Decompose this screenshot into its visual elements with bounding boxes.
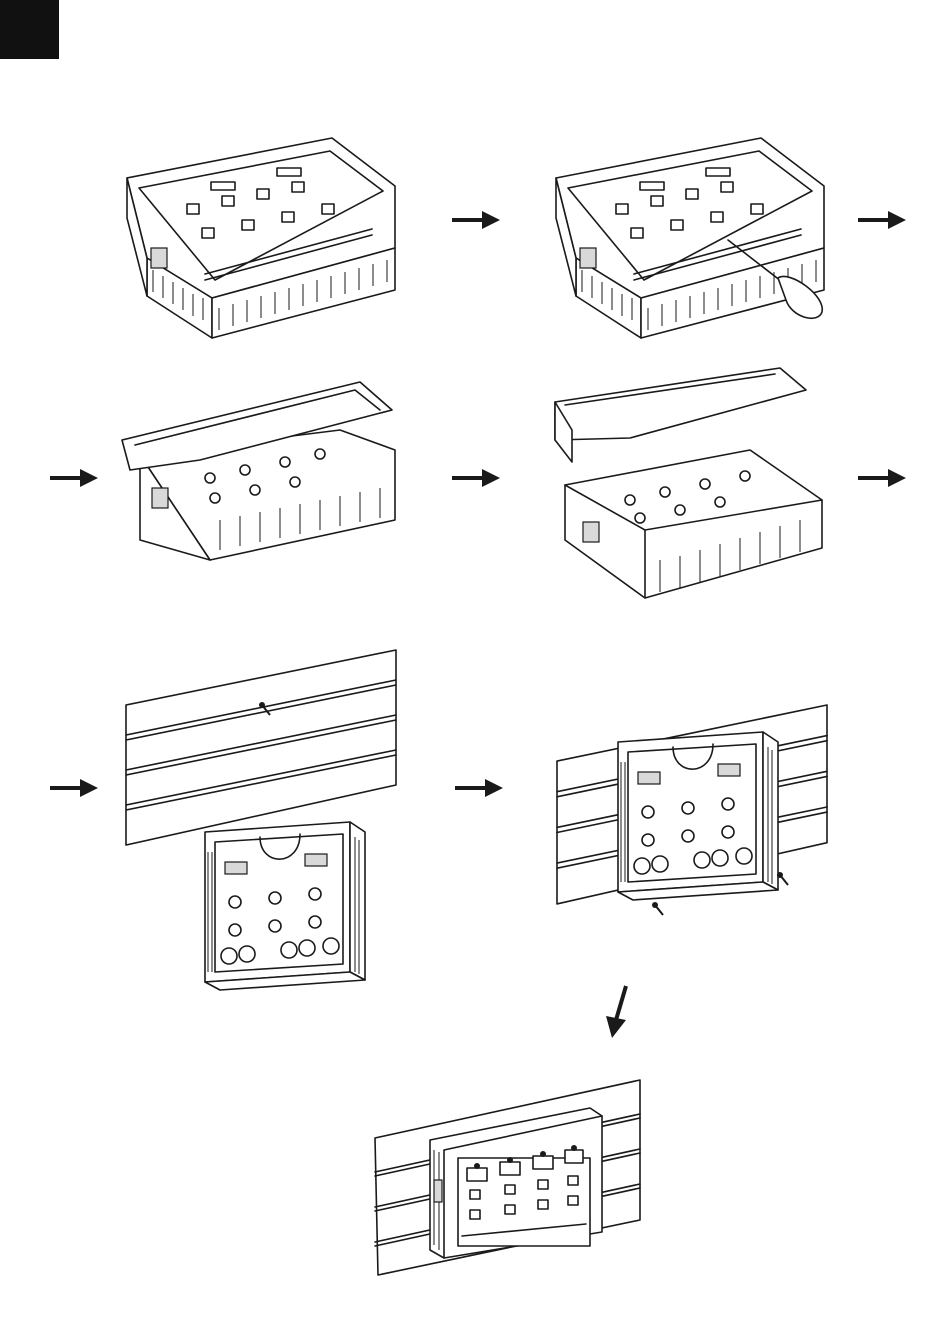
step-4-cover-removed <box>555 368 822 598</box>
step-3-lift-front-cover <box>122 382 395 560</box>
step-2-screwdriver-release <box>556 138 824 338</box>
arrow-right-icon <box>455 779 503 797</box>
step-1-closed-controller <box>127 138 395 338</box>
step-6-base-screwed-to-wall <box>557 705 827 915</box>
arrow-right-icon <box>452 211 500 229</box>
step-7-controller-mounted <box>375 1080 640 1275</box>
arrow-right-icon <box>858 469 906 487</box>
arrow-down-left-icon <box>606 986 626 1038</box>
screw-icon <box>652 902 663 915</box>
arrow-right-icon <box>452 469 500 487</box>
step-5-wall-and-base <box>126 650 396 990</box>
arrow-right-icon <box>50 469 98 487</box>
arrow-right-icon <box>50 779 98 797</box>
arrow-right-icon <box>858 211 906 229</box>
